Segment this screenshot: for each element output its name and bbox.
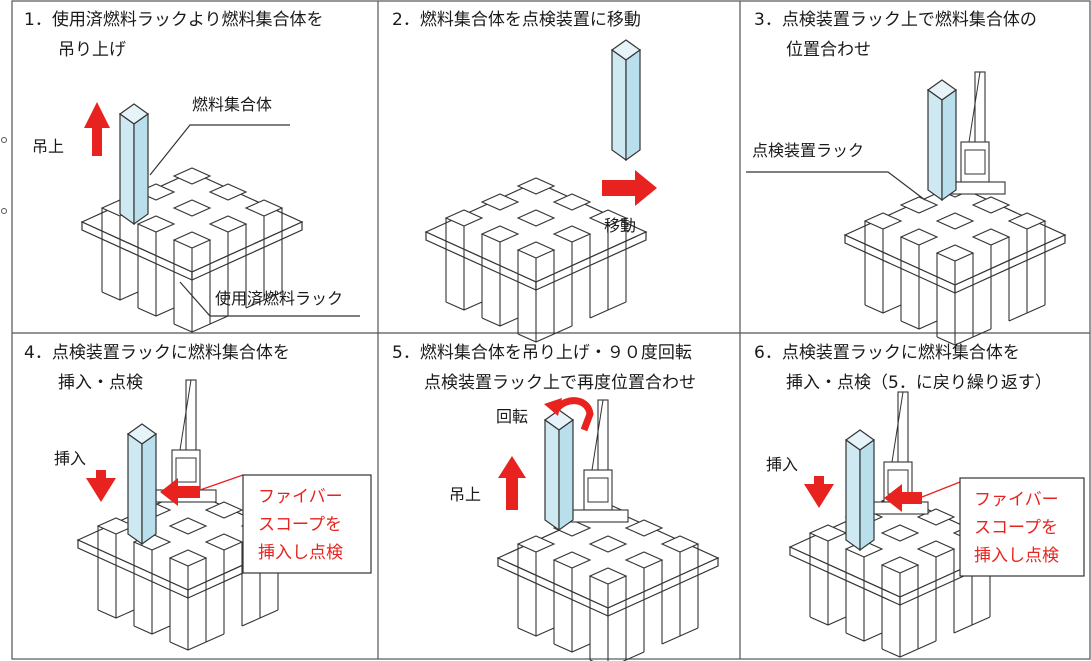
insert-label: 挿入 [766,455,798,474]
rack-leader [179,281,360,317]
panel-5-title-line1: 5．燃料集合体を吊り上げ・９０度回転 [392,343,692,363]
fuel-assembly [544,409,574,531]
callout-line3: 挿入し点検 [258,543,343,563]
callout-line1: ファイバー [258,487,343,507]
inspection-rack [497,503,719,661]
lift-arrow [84,102,110,156]
panel-4-title-line1: 4．点検装置ラックに燃料集合体を [24,343,290,363]
insert-arrow [86,470,116,502]
panel-6-title-line1: 6．点検装置ラックに燃料集合体を [754,343,1020,363]
inspection-device [567,399,629,523]
margin-mark [1,208,7,214]
margin-mark [1,137,7,143]
rack-label: 使用済燃料ラック [215,289,343,308]
inspection-rack-leader [746,171,926,201]
callout-leader [199,474,244,491]
insert-arrow [804,476,834,508]
panel-5-title-line2: 点検装置ラック上で再度位置合わせ [424,373,696,393]
lift-arrow [498,456,526,510]
insert-label: 挿入 [54,449,86,468]
fuel-assembly [119,103,149,225]
move-label: 移動 [604,216,636,235]
panel-5: 5．燃料集合体を吊り上げ・９０度回転 点検装置ラック上で再度位置合わせ 回転 吊… [392,343,719,661]
inspection-device [155,379,217,503]
callout-line2: スコープを [974,518,1058,538]
fuel-assembly [127,423,157,545]
lift-label: 吊上 [449,485,481,504]
callout-line1: ファイバー [974,490,1059,510]
panel-4: 4．点検装置ラックに燃料集合体を 挿入・点検 挿入 ファイバー スコープを 挿入… [24,343,372,651]
callout-line3: 挿入し点検 [974,546,1059,566]
fuel-assembly [845,429,875,551]
panel-2-title-line1: 2．燃料集合体を点検装置に移動 [392,10,641,30]
lift-label: 吊上 [32,137,64,156]
panel-3-title-line2: 位置合わせ [786,40,871,60]
move-arrow [602,170,657,206]
fiberscope-callout-box [242,474,372,574]
assembly-label: 燃料集合体 [192,95,272,114]
panel-1-title-line2: 吊り上げ [58,40,126,60]
rotate-label: 回転 [496,407,528,426]
panel-3: 3．点検装置ラック上で燃料集合体の 位置合わせ 点検装置ラック [746,10,1066,346]
scope-arrow [160,478,200,506]
panel-2: 2．燃料集合体を点検装置に移動 移動 [392,10,657,343]
fiberscope-callout-box [959,477,1085,577]
panel-6: 6．点検装置ラックに燃料集合体を 挿入・点検（5．に戻り繰り返す） 挿入 ファイ… [754,343,1085,658]
scope-arrow [884,484,922,512]
callout-leader [921,481,961,498]
fuel-assembly [927,79,957,201]
panel-3-title-line1: 3．点検装置ラック上で燃料集合体の [754,10,1037,30]
spent-fuel-rack [425,177,647,343]
inspection-rack [844,180,1066,346]
panel-6-title-line2: 挿入・点検（5．に戻り繰り返す） [786,373,1052,393]
fuel-assembly [611,39,641,161]
panel-grid [11,0,1091,660]
assembly-leader [149,124,290,176]
panel-4-title-line2: 挿入・点検 [58,373,143,393]
panel-1: 1．使用済燃料ラックより燃料集合体を 吊り上げ 吊上 燃料集合体 使用済燃料ラッ… [24,9,360,333]
callout-line2: スコープを [258,515,342,535]
inspection-rack-label: 点検装置ラック [752,141,864,160]
panel-1-title-line1: 1．使用済燃料ラックより燃料集合体を [24,9,323,30]
